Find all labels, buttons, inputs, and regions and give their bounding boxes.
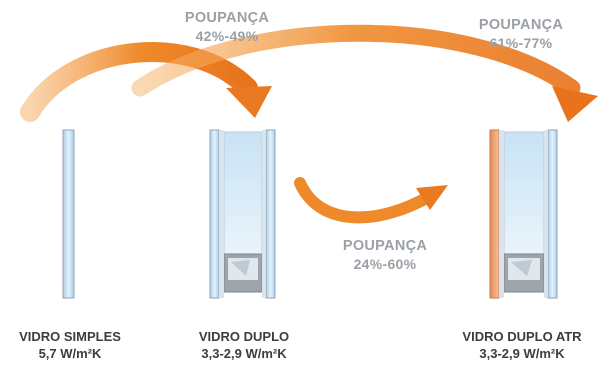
glazing-u-value: 5,7 W/m²K — [38, 346, 102, 361]
savings-label-61-77: POUPANÇA 61%-77% — [466, 15, 576, 52]
savings-label-42-49: POUPANÇA 42%-49% — [172, 8, 282, 45]
savings-range: 24%-60% — [353, 256, 417, 272]
glazing-name: VIDRO DUPLO ATR — [462, 329, 582, 344]
caption-double-glazing: VIDRO DUPLO 3,3-2,9 W/m²K — [176, 328, 312, 362]
savings-range: 42%-49% — [195, 28, 259, 44]
single-glazing-pane — [62, 129, 75, 299]
double-glazing-unit — [209, 129, 276, 299]
atr-glazing-unit — [489, 129, 558, 299]
caption-single-glazing: VIDRO SIMPLES 5,7 W/m²K — [2, 328, 138, 362]
savings-title: POUPANÇA — [184, 10, 270, 26]
savings-range: 61%-77% — [489, 35, 553, 51]
savings-arrow-single-to-double — [20, 42, 272, 122]
savings-arrow-double-to-atr — [294, 177, 448, 224]
savings-title: POUPANÇA — [478, 17, 564, 33]
savings-label-24-60: POUPANÇA 24%-60% — [330, 236, 440, 273]
glazing-u-value: 3,3-2,9 W/m²K — [201, 346, 287, 361]
savings-arrow-single-to-atr — [131, 24, 598, 122]
savings-title: POUPANÇA — [342, 238, 428, 254]
glazing-name: VIDRO SIMPLES — [19, 329, 121, 344]
glazing-u-value: 3,3-2,9 W/m²K — [479, 346, 565, 361]
glazing-name: VIDRO DUPLO — [198, 329, 290, 344]
caption-atr-glazing: VIDRO DUPLO ATR 3,3-2,9 W/m²K — [444, 328, 600, 362]
